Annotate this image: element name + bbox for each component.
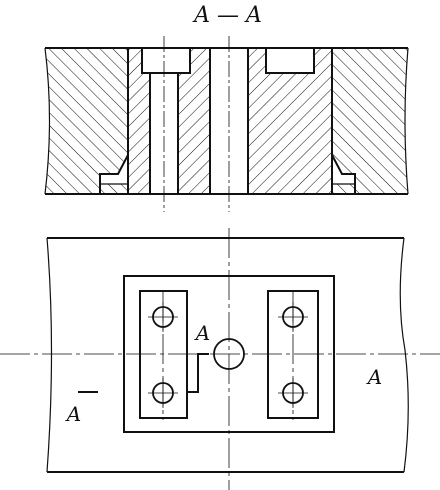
left-insert-hatch-top — [128, 48, 142, 73]
right-plate-hatch — [332, 48, 408, 194]
cut-label-right: A — [366, 365, 382, 389]
cut-label-left: A — [65, 402, 81, 426]
bolt-holes — [152, 306, 304, 404]
plate-right-break — [399, 237, 409, 473]
section-centerlines — [163, 36, 230, 212]
left-insert-hatch-b — [178, 73, 210, 194]
right-insert-hatch-a — [248, 73, 332, 194]
section-title: A — A — [192, 3, 262, 28]
left-insert-hatch-a — [128, 73, 150, 194]
right-insert-hatch-top2 — [314, 48, 332, 73]
left-insert-hatch-top2 — [190, 48, 210, 73]
right-insert-hatch-top — [248, 48, 266, 73]
plate-left-break — [46, 237, 53, 473]
plan-view — [0, 228, 440, 490]
left-plate-hatch — [45, 48, 128, 194]
left-clamp-plate — [139, 290, 188, 419]
left-counterbore — [141, 47, 191, 74]
plan-centerlines — [0, 228, 440, 490]
cut-label-center: A — [194, 321, 210, 345]
right-counterbore — [265, 47, 315, 74]
section-view: A — A — [44, 3, 409, 212]
section-outlines — [44, 47, 409, 195]
cutting-plane-step — [188, 353, 209, 393]
hatched-regions — [45, 48, 408, 194]
hole-centerlines — [148, 302, 308, 408]
